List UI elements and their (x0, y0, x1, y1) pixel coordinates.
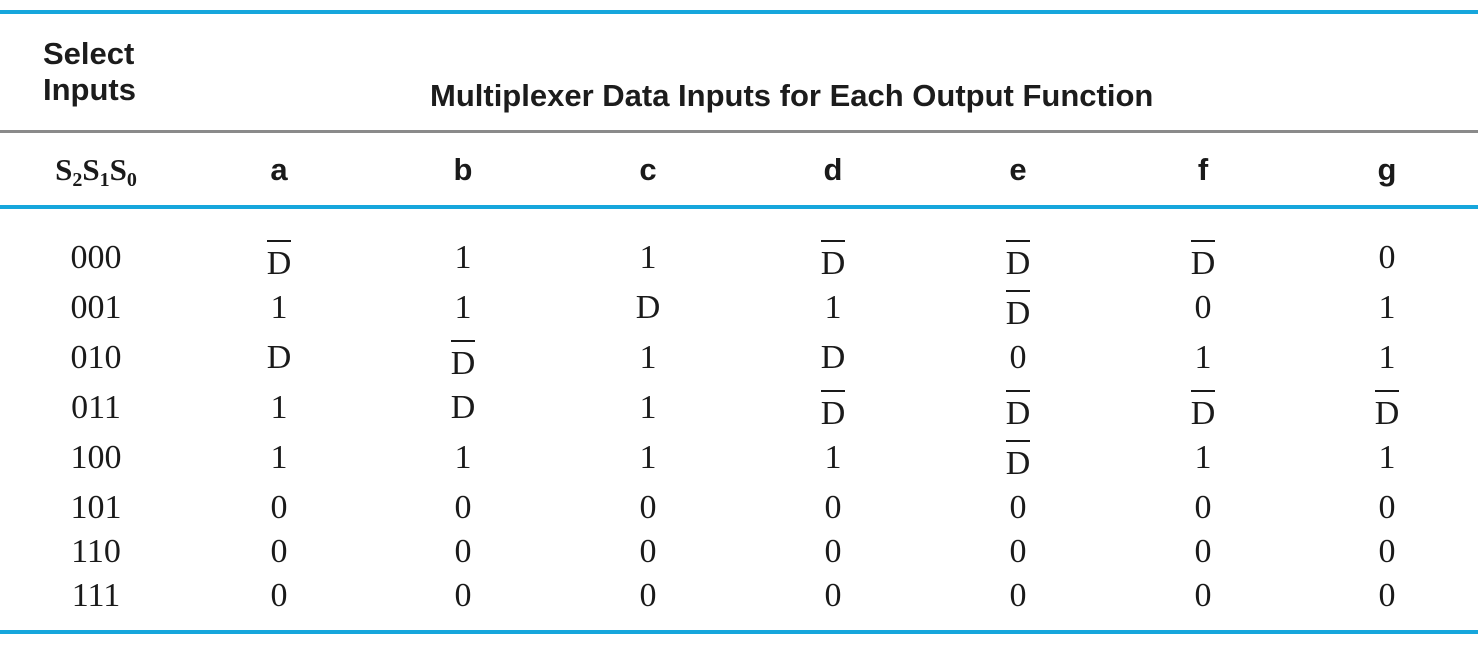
select-column-header: S2S1S0 (55, 152, 137, 191)
column-header-e: e (1009, 152, 1027, 187)
value-cell-e: D (958, 438, 1078, 482)
value-cell-d: 0 (824, 533, 842, 570)
value-cell-c: 1 (639, 339, 657, 376)
value-cell-a: 1 (270, 389, 288, 426)
value-cell-b: D (450, 389, 476, 426)
value-cell-b: 1 (454, 239, 472, 276)
value-cell-e: 0 (1009, 339, 1027, 376)
column-header-c: c (639, 152, 657, 187)
value-cell-d: 1 (824, 439, 842, 476)
d-complement: D (1005, 288, 1030, 334)
value-cell-e: D (958, 238, 1078, 282)
column-header-g: g (1377, 152, 1397, 187)
value-cell-d: D (773, 388, 893, 432)
select-label-line1: Select (43, 36, 135, 71)
value-cell-b: 0 (454, 489, 472, 526)
select-cell: 010 (70, 339, 122, 376)
value-cell-g: 0 (1378, 533, 1396, 570)
value-cell-g: 0 (1378, 489, 1396, 526)
select-cell: 101 (70, 489, 122, 526)
column-header-f: f (1197, 152, 1209, 187)
select-inputs-label: Select Inputs (43, 36, 136, 108)
column-header-a: a (270, 152, 288, 187)
select-cell: 011 (71, 389, 121, 426)
value-cell-c: 1 (639, 239, 657, 276)
value-cell-d: 0 (824, 489, 842, 526)
value-cell-b: 1 (454, 439, 472, 476)
value-cell-b: D (403, 338, 523, 382)
d-complement: D (450, 338, 475, 384)
value-cell-d: 0 (824, 577, 842, 614)
value-cell-f: 0 (1194, 489, 1212, 526)
value-cell-g: D (1327, 388, 1447, 432)
d-complement: D (266, 238, 291, 284)
column-header-d: d (823, 152, 843, 187)
bottom-rule (0, 630, 1478, 634)
select-cell: 001 (70, 289, 122, 326)
value-cell-b: 1 (454, 289, 472, 326)
d-complement: D (1005, 438, 1030, 484)
value-cell-c: 0 (639, 533, 657, 570)
value-cell-a: 0 (270, 533, 288, 570)
value-cell-a: 0 (270, 577, 288, 614)
select-label-line2: Inputs (43, 72, 136, 107)
value-cell-e: D (958, 288, 1078, 332)
d-complement: D (820, 388, 845, 434)
select-cell: 000 (70, 239, 122, 276)
value-cell-e: 0 (1009, 489, 1027, 526)
value-cell-d: 1 (824, 289, 842, 326)
value-cell-c: 0 (639, 577, 657, 614)
value-cell-c: D (635, 289, 661, 326)
d-complement: D (1374, 388, 1399, 434)
d-complement: D (1190, 388, 1215, 434)
value-cell-c: 0 (639, 489, 657, 526)
group-header: Multiplexer Data Inputs for Each Output … (430, 78, 1154, 113)
value-cell-f: 0 (1194, 533, 1212, 570)
value-cell-f: D (1143, 238, 1263, 282)
select-cell: 100 (70, 439, 122, 476)
value-cell-f: D (1143, 388, 1263, 432)
value-cell-f: 0 (1194, 577, 1212, 614)
d-complement: D (1005, 388, 1030, 434)
value-cell-g: 0 (1378, 577, 1396, 614)
value-cell-a: 1 (270, 289, 288, 326)
value-cell-a: 1 (270, 439, 288, 476)
value-cell-c: 1 (639, 439, 657, 476)
value-cell-a: D (266, 339, 292, 376)
value-cell-a: 0 (270, 489, 288, 526)
select-cell: 111 (71, 577, 121, 614)
value-cell-a: D (219, 238, 339, 282)
value-cell-g: 0 (1378, 239, 1396, 276)
d-complement: D (820, 238, 845, 284)
value-cell-g: 1 (1378, 439, 1396, 476)
value-cell-f: 0 (1194, 289, 1212, 326)
value-cell-g: 1 (1378, 339, 1396, 376)
value-cell-f: 1 (1194, 339, 1212, 376)
d-complement: D (1190, 238, 1215, 284)
value-cell-d: D (773, 238, 893, 282)
value-cell-e: 0 (1009, 577, 1027, 614)
value-cell-d: D (820, 339, 846, 376)
header-divider (0, 130, 1478, 133)
value-cell-g: 1 (1378, 289, 1396, 326)
value-cell-c: 1 (639, 389, 657, 426)
column-header-b: b (453, 152, 473, 187)
select-cell: 110 (71, 533, 121, 570)
value-cell-b: 0 (454, 577, 472, 614)
value-cell-e: 0 (1009, 533, 1027, 570)
value-cell-e: D (958, 388, 1078, 432)
header-bottom-rule (0, 205, 1478, 209)
value-cell-b: 0 (454, 533, 472, 570)
d-complement: D (1005, 238, 1030, 284)
value-cell-f: 1 (1194, 439, 1212, 476)
top-rule (0, 10, 1478, 14)
